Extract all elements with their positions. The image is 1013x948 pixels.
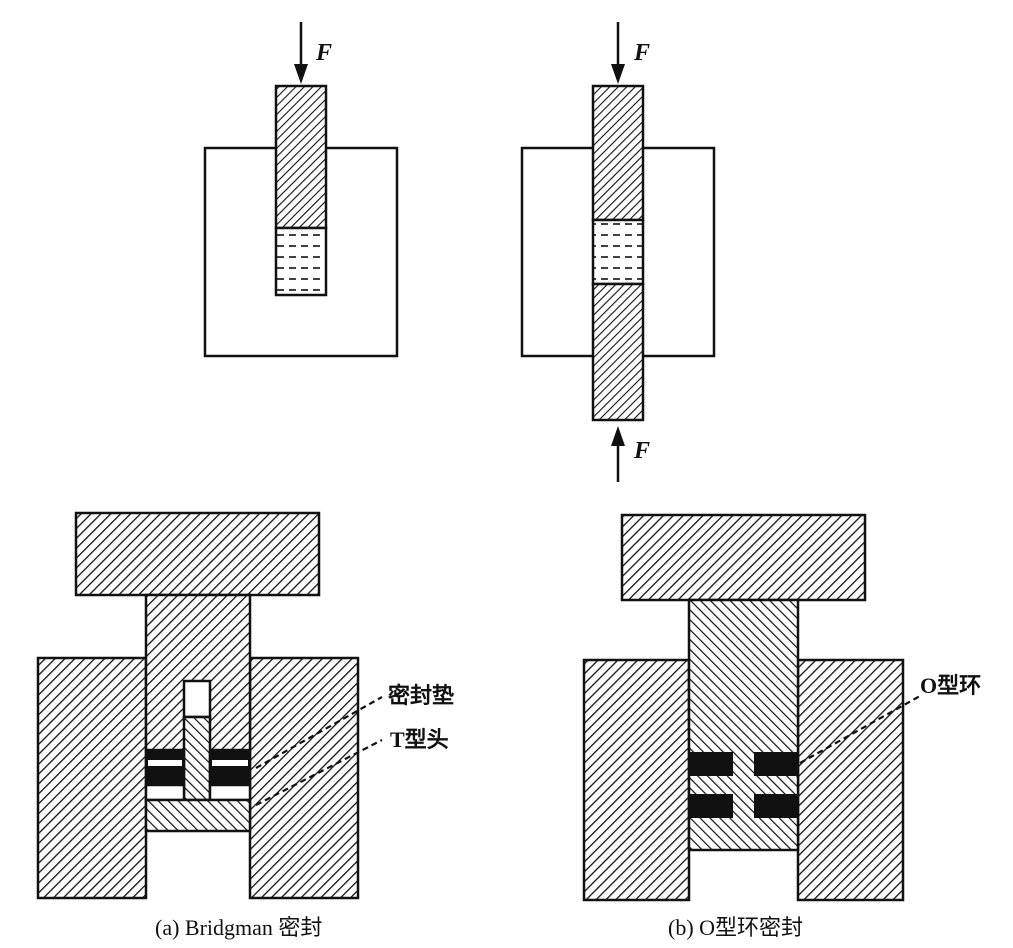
top-right-press: F F [520,22,716,482]
o-ring-upper-left [689,752,733,776]
o-ring-upper-right [754,752,798,776]
piston-a [274,84,328,230]
caption-b: (b) O型环密封 [668,915,803,940]
press-head-a [74,511,321,597]
fluid-chamber-b [591,218,645,286]
force-arrow-bottom-b [611,426,625,482]
gasket-label: 密封垫 [388,683,454,708]
gasket-right [208,750,252,787]
upper-piston-b [591,84,645,222]
o-ring-lower-right [754,794,798,818]
t-head-base [144,798,252,833]
vessel-right-wall-b [796,658,905,902]
force-arrow-top-a [294,22,308,84]
o-ring-leader-line [799,695,921,764]
top-left-press: F [203,22,399,358]
t-head-label: T型头 [390,727,449,752]
force-label-bottom-b: F [633,438,650,464]
t-head-leader-line [255,739,383,806]
gasket-gap-left [148,760,182,766]
t-head-stem [182,715,212,802]
gasket-leader-line [255,696,383,769]
press-head-b [620,513,867,602]
force-label-top-b: F [633,40,650,66]
bridgman-seal: 密封垫 T型头 (a) Bridgman 密封 [36,511,454,940]
vessel-left-wall-a [36,656,148,900]
vessel-left-wall-b [582,658,691,902]
plunger-cavity-a [182,679,212,719]
gasket-left [144,750,186,787]
vessel-right-wall-a [248,656,360,900]
fluid-chamber-a [274,226,328,297]
o-ring-seal: O型环 (b) O型环密封 [582,513,981,940]
lower-piston-b [591,282,645,422]
force-arrow-top-b [611,22,625,84]
caption-a: (a) Bridgman 密封 [155,915,322,940]
o-ring-label: O型环 [920,673,981,698]
o-ring-lower-left [689,794,733,818]
gasket-gap-right [212,760,248,766]
gap-lower-right [208,783,252,802]
gap-lower-left [144,783,186,802]
force-label-top-a: F [315,40,332,66]
